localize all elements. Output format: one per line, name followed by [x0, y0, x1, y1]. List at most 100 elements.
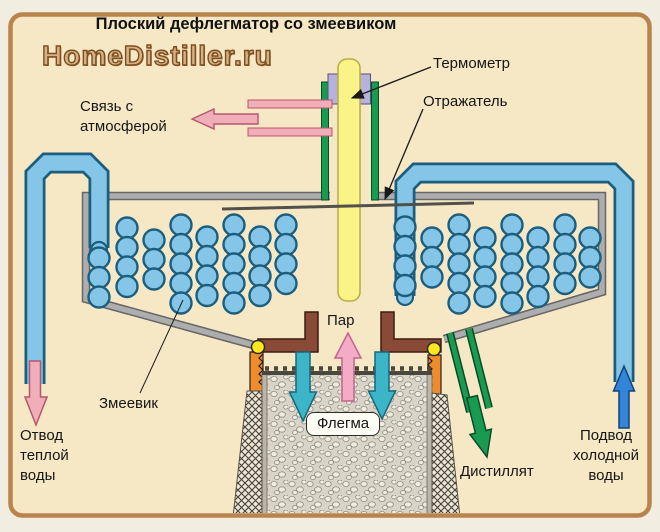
coil-turn [222, 252, 246, 276]
coil-turn [553, 271, 577, 296]
coil-turn [473, 226, 497, 250]
coil-turn [553, 252, 577, 276]
insulation-right [431, 392, 461, 513]
gland-right [359, 73, 371, 105]
warm-water-label: Отвод теплой воды [20, 427, 69, 484]
mount-tube-left [321, 81, 329, 201]
coil-turn [142, 267, 166, 291]
diagram-title: Плоский дефлегматор со змеевиком [95, 15, 397, 33]
coil-turn [500, 232, 524, 257]
diagram-frame [8, 12, 652, 518]
reflux-label: Флегма [306, 412, 381, 436]
gasket-dot-right [426, 341, 442, 357]
coil-turn [420, 245, 444, 270]
distillate-arrow [465, 394, 493, 459]
coil-turn [87, 285, 111, 309]
atmosphere-label: Связь с атмосферой [80, 98, 167, 135]
cold-water-in-arrow [612, 364, 636, 429]
coil-turn [169, 232, 193, 257]
atmosphere-arrow [190, 107, 259, 131]
coil-turn [195, 283, 219, 308]
coil-turn [447, 213, 471, 237]
column-wall-left [261, 373, 268, 513]
coil-turn [222, 232, 246, 257]
thermometer-leader [350, 66, 432, 99]
coil-turn [169, 252, 193, 276]
coil-turn [222, 213, 246, 237]
coil-turn [526, 265, 550, 289]
coil-turn [393, 234, 417, 259]
coil-turn [473, 245, 497, 270]
coil-turn [420, 226, 444, 250]
coil-turn [578, 226, 602, 250]
coil-turn [142, 247, 166, 272]
gasket-dot-left [250, 339, 266, 355]
leader-lines [139, 66, 432, 394]
warm-water-out-arrow [23, 360, 49, 428]
coil-turn [578, 245, 602, 270]
coil-turn [500, 271, 524, 296]
thermometer-assembly [190, 58, 475, 302]
coil-turn [526, 284, 550, 309]
insulation-left [232, 390, 263, 513]
coil-turn [526, 226, 550, 250]
coil-turn [248, 244, 272, 269]
coil-turn [500, 291, 524, 315]
coil-turn [393, 254, 417, 278]
coil-turn [195, 244, 219, 269]
thermometer-rod [337, 58, 361, 302]
coil-turn [578, 265, 602, 289]
atmosphere-tube-lower [247, 127, 333, 137]
coil-turn [473, 265, 497, 289]
steam-label: Пар [327, 312, 355, 329]
coil-turn [274, 213, 298, 237]
coil-turn [447, 291, 471, 315]
column-top-fittings [249, 311, 442, 400]
coil-turn [222, 271, 246, 296]
coil-turn [169, 213, 193, 237]
coil-turn [274, 232, 298, 257]
cold-water-label: Подвод холодной воды [572, 427, 640, 484]
steam-up-arrow [333, 331, 363, 402]
coil-turn [526, 245, 550, 270]
reflector-leader [384, 108, 424, 201]
coil-turn [248, 225, 272, 249]
coil-turn [248, 283, 272, 308]
coil-leader [139, 299, 184, 394]
reflux-down-arrow-right [367, 351, 397, 421]
reflux-down-arrow-left [288, 351, 318, 423]
mount-tube-right [371, 81, 379, 201]
coil-turn [500, 252, 524, 276]
distillate-label: Дистиллят [460, 463, 534, 480]
atmosphere-tube-upper [247, 99, 333, 109]
thermometer-label: Термометр [433, 55, 511, 72]
coil-turn [500, 213, 524, 237]
coil-turn [248, 264, 272, 288]
column-wall-right [426, 373, 433, 513]
coil-turn [142, 228, 166, 252]
clamp-left [249, 351, 264, 398]
coil-turn [195, 225, 219, 249]
left-chamber-wall [81, 191, 330, 351]
coil-turn [115, 235, 139, 260]
coil-turn [447, 252, 471, 276]
distillate-outlet [446, 328, 493, 459]
site-logo: HomeDistiller.ru [41, 39, 273, 71]
coil-turn [169, 291, 193, 315]
coil-turn [169, 271, 193, 296]
coil-turn [222, 291, 246, 315]
coil-turn [87, 265, 111, 290]
reflector-label: Отражатель [423, 93, 508, 110]
coil-turns [87, 213, 602, 315]
coil-turn [553, 213, 577, 237]
coil-turn [393, 215, 417, 239]
coil-turn [115, 274, 139, 299]
coil-turn [447, 271, 471, 296]
coil-turn [393, 273, 417, 298]
reflector-plate [221, 201, 475, 211]
coil-turn [274, 271, 298, 296]
coil-turn [195, 264, 219, 288]
coil-label: Змеевик [99, 395, 158, 412]
